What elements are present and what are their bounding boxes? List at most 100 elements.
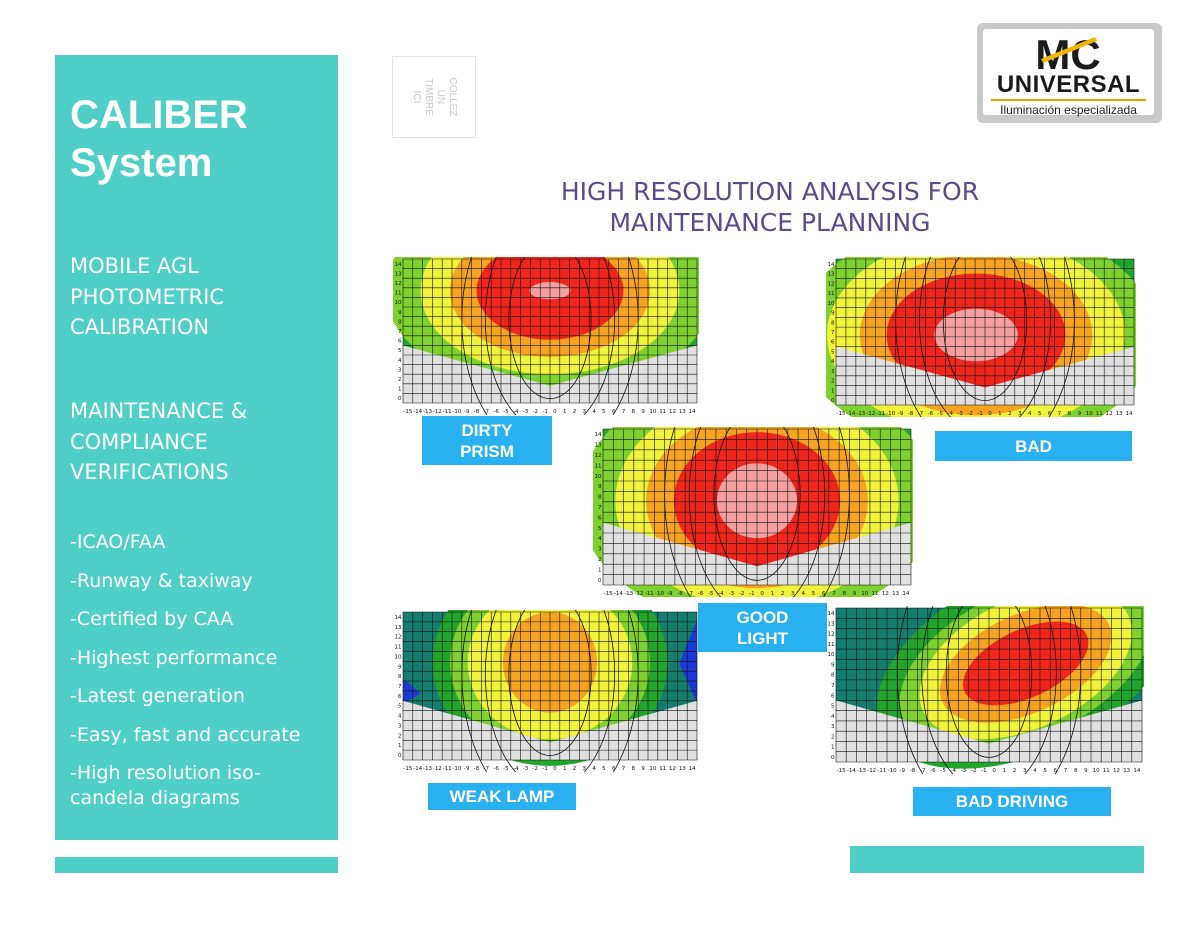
- y-tick-label: 7: [598, 505, 602, 511]
- plot-area: [593, 427, 913, 597]
- y-tick-label: 0: [398, 753, 402, 759]
- x-tick-label: -12: [866, 411, 875, 417]
- x-tick-label: 9: [641, 409, 645, 415]
- y-tick-label: 6: [831, 340, 835, 346]
- y-tick-label: 4: [831, 359, 835, 365]
- x-tick-label: -13: [856, 411, 865, 417]
- x-tick-label: 6: [612, 766, 616, 772]
- x-tick-label: 9: [1084, 768, 1088, 774]
- x-tick-label: 3: [1023, 768, 1027, 774]
- x-tick-label: -10: [452, 409, 461, 415]
- y-tick-label: 5: [398, 348, 402, 354]
- y-tick-label: 6: [831, 693, 835, 699]
- footer-bar-left: [55, 857, 338, 873]
- section-maintenance: MAINTENANCE & COMPLIANCE VERIFICATIONS: [70, 396, 247, 488]
- y-tick-label: 8: [398, 319, 402, 325]
- y-tick-label: 13: [395, 625, 402, 631]
- x-tick-label: 10: [649, 409, 656, 415]
- y-tick-label: 2: [398, 733, 402, 739]
- stamp-line: ICI: [411, 90, 422, 104]
- y-tick-label: 7: [831, 330, 835, 336]
- y-tick-label: 14: [828, 262, 835, 268]
- x-tick-label: -14: [847, 768, 856, 774]
- x-tick-label: -3: [729, 591, 735, 597]
- company-logo: MC UNIVERSAL Iluminación especializada: [977, 23, 1162, 123]
- y-tick-label: 4: [398, 714, 402, 720]
- stamp-text: COLLEZ UN TIMBRE ICI: [410, 78, 458, 117]
- spec-ellipse: [919, 257, 1051, 417]
- x-tick-label: 5: [602, 409, 606, 415]
- y-tick-label: 9: [398, 664, 402, 670]
- x-tick-label: 10: [861, 591, 868, 597]
- y-tick-label: 9: [598, 484, 602, 490]
- title-line-1: CALIBER: [70, 93, 248, 137]
- x-tick-label: 4: [1033, 768, 1037, 774]
- x-tick-label: 5: [1038, 411, 1042, 417]
- logo-tagline: Iluminación especializada: [1000, 103, 1137, 117]
- x-tick-label: 12: [669, 766, 676, 772]
- x-tick-label: -14: [413, 766, 422, 772]
- x-tick-label: -14: [614, 591, 623, 597]
- x-tick-label: 4: [592, 766, 596, 772]
- y-tick-label: 14: [395, 615, 402, 621]
- floor-region: [403, 700, 697, 760]
- y-tick-label: 5: [398, 704, 402, 710]
- spec-ellipse: [921, 606, 1057, 774]
- x-tick-label: -12: [634, 591, 643, 597]
- x-tick-label: -2: [533, 409, 538, 415]
- floor-region: [836, 346, 1134, 405]
- x-tick-label: -3: [523, 766, 529, 772]
- floor-region: [836, 700, 1142, 762]
- stamp-line: TIMBRE: [423, 78, 434, 116]
- x-tick-label: -12: [867, 768, 876, 774]
- x-tick-label: -7: [484, 409, 490, 415]
- label-line: WEAK LAMP: [449, 787, 555, 806]
- feature-item: -Highest performance: [70, 646, 278, 669]
- x-tick-label: 0: [992, 768, 996, 774]
- x-tick-label: -7: [920, 768, 926, 774]
- x-tick-label: 11: [659, 766, 666, 772]
- x-tick-label: -13: [423, 766, 432, 772]
- x-tick-label: 9: [1078, 411, 1082, 417]
- x-tick-label: 14: [1133, 768, 1140, 774]
- spec-ellipse: [664, 427, 850, 597]
- x-tick-label: -3: [523, 409, 529, 415]
- y-tick-label: 11: [828, 291, 835, 297]
- x-tick-label: 2: [1013, 768, 1017, 774]
- title-line-2: System: [70, 141, 213, 185]
- y-tick-label: 7: [831, 683, 835, 689]
- y-tick-label: 0: [598, 578, 602, 584]
- x-tick-label: -8: [474, 409, 480, 415]
- x-tick-label: 7: [1064, 768, 1068, 774]
- x-tick-label: 1: [771, 591, 775, 597]
- y-tick-label: 11: [828, 642, 835, 648]
- y-tick-label: 6: [598, 515, 602, 521]
- x-tick-label: -1: [542, 766, 547, 772]
- x-tick-label: 8: [632, 766, 636, 772]
- label-bad-driving: BAD DRIVING: [913, 787, 1111, 816]
- logo-swoosh: [1041, 37, 1097, 63]
- plot-area: [402, 610, 698, 772]
- y-tick-label: 1: [831, 745, 835, 751]
- x-tick-label: 6: [1048, 411, 1052, 417]
- x-tick-label: 5: [602, 766, 606, 772]
- y-tick-label: 7: [398, 684, 402, 690]
- x-tick-label: 9: [853, 591, 857, 597]
- y-tick-label: 4: [598, 536, 602, 542]
- x-tick-label: 12: [1106, 411, 1113, 417]
- y-tick-label: 9: [831, 662, 835, 668]
- x-tick-label: -4: [947, 411, 953, 417]
- y-tick-label: 0: [398, 396, 402, 402]
- x-tick-label: -9: [464, 766, 470, 772]
- x-tick-label: -10: [452, 766, 461, 772]
- x-tick-label: 3: [583, 409, 587, 415]
- x-tick-label: -11: [443, 766, 452, 772]
- y-tick-label: 2: [598, 557, 602, 563]
- x-tick-label: -14: [846, 411, 855, 417]
